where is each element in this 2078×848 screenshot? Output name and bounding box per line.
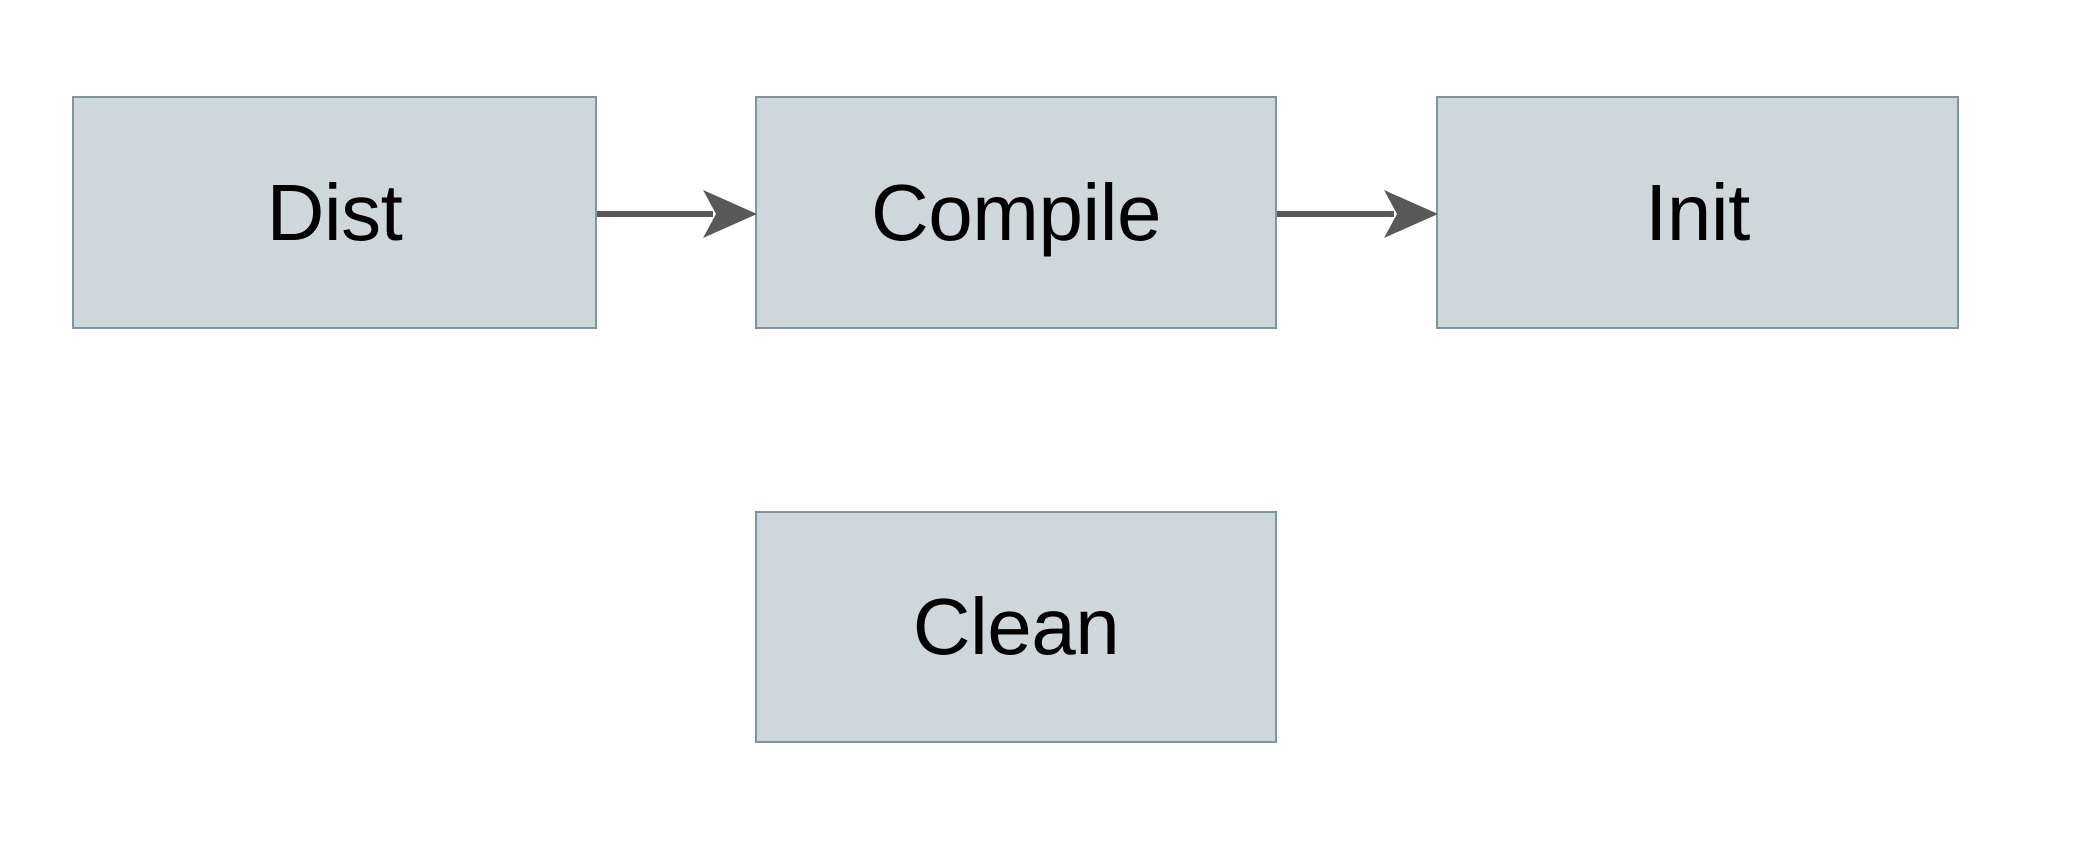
node-init-label: Init: [1645, 167, 1750, 257]
node-dist-label: Dist: [266, 167, 403, 257]
edge-dist-to-compile[interactable]: [595, 183, 757, 245]
node-dist[interactable]: Dist: [72, 96, 597, 329]
node-compile[interactable]: Compile: [755, 96, 1277, 329]
arrowhead-icon: [703, 190, 757, 238]
arrowhead-icon: [1384, 190, 1438, 238]
node-init[interactable]: Init: [1436, 96, 1959, 329]
edge-compile-to-init[interactable]: [1275, 183, 1438, 245]
node-clean-label: Clean: [912, 582, 1120, 671]
node-compile-label: Compile: [871, 167, 1161, 257]
node-clean[interactable]: Clean: [755, 511, 1277, 743]
